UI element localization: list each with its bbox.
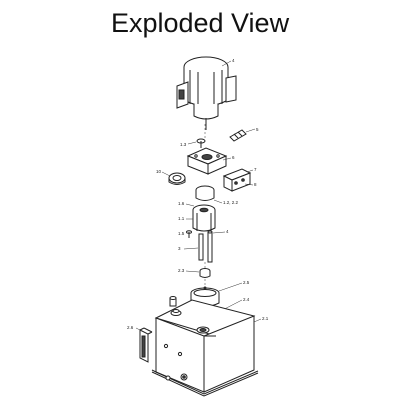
callout-return-tube: 4 bbox=[226, 229, 229, 234]
callout-coupler: 2.3 bbox=[178, 268, 185, 273]
callout-bolt-top: 1.3 bbox=[180, 142, 187, 147]
callout-valve-block: 7 bbox=[254, 167, 257, 172]
callout-pump-right: 1.2, 2.2 bbox=[223, 200, 239, 205]
adapter-block bbox=[186, 147, 228, 175]
drive-gear bbox=[168, 172, 186, 185]
valve-block bbox=[222, 168, 252, 192]
callout-filler: 2.4 bbox=[243, 297, 250, 302]
callout-motor: 4 bbox=[232, 58, 235, 63]
sight-gauge bbox=[139, 327, 153, 363]
callout-seal: 1.1 bbox=[178, 216, 185, 221]
callout-gear: 10 bbox=[156, 169, 162, 174]
callout-suction-tube: 3 bbox=[178, 246, 181, 251]
return-tube bbox=[207, 230, 213, 263]
callout-small-bolt: 1.5 bbox=[178, 231, 185, 236]
callout-valve-screw: 8 bbox=[254, 182, 257, 187]
mounting-bolt bbox=[196, 138, 206, 148]
small-bolt bbox=[186, 230, 192, 238]
electric-motor bbox=[176, 56, 237, 130]
pump-body bbox=[192, 185, 216, 232]
callout-sight-gauge: 2.6 bbox=[127, 325, 134, 330]
callout-collar: 2.5 bbox=[243, 280, 250, 285]
callout-fitting: 5 bbox=[256, 127, 259, 132]
callout-tank: 2.1 bbox=[262, 316, 269, 321]
pressure-fitting bbox=[229, 129, 247, 142]
callout-block: 6 bbox=[232, 155, 235, 160]
coupler bbox=[199, 268, 211, 278]
suction-tube bbox=[198, 233, 204, 261]
page-title: Exploded View bbox=[110, 8, 290, 38]
reservoir-tank bbox=[151, 296, 259, 397]
callout-pump-left: 1.6 bbox=[178, 201, 185, 206]
